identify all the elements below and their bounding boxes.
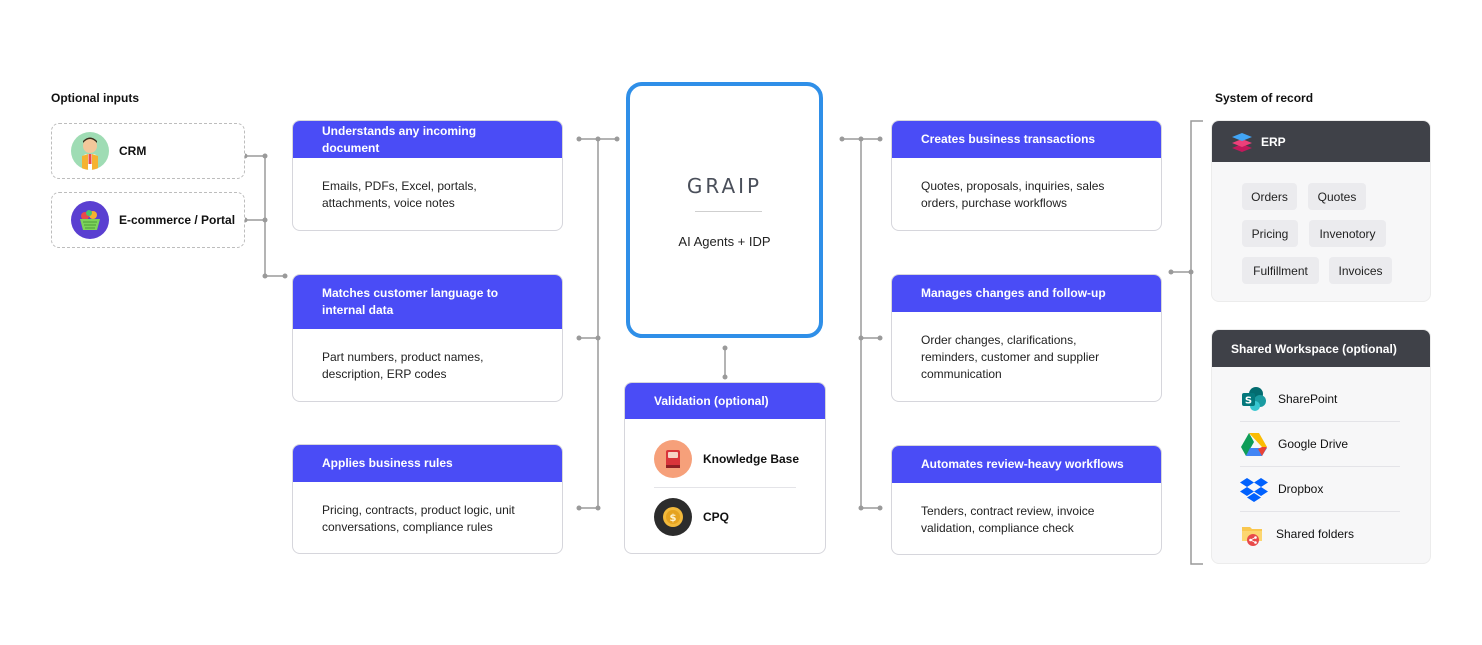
capability-card-review: Automates review-heavy workflows Tenders… — [891, 445, 1162, 555]
input-card-crm[interactable]: CRM — [51, 123, 245, 179]
erp-chip: Quotes — [1308, 183, 1366, 210]
erp-chip: Orders — [1242, 183, 1297, 210]
erp-header: ERP — [1212, 121, 1430, 162]
workspace-item-dropbox[interactable]: Dropbox — [1240, 467, 1400, 511]
erp-panel: ERP Orders Quotes Pricing Invenotory Ful… — [1211, 120, 1431, 302]
system-of-record-title: System of record — [1215, 91, 1314, 105]
shopping-basket-icon — [71, 201, 109, 239]
erp-chip: Pricing — [1242, 220, 1298, 247]
erp-title: ERP — [1261, 134, 1286, 149]
divider — [654, 487, 796, 488]
validation-title: Validation (optional) — [625, 383, 825, 419]
capability-title: Creates business transactions — [892, 121, 1161, 158]
capability-card-understands: Understands any incoming document Emails… — [292, 120, 563, 231]
capability-body: Tenders, contract review, invoice valida… — [921, 503, 1095, 535]
person-icon — [71, 132, 109, 170]
capability-body: Order changes, clarifications, reminders… — [921, 333, 1100, 381]
erp-chip: Invoices — [1329, 257, 1392, 284]
validation-card: Validation (optional) Knowledge Base $ C… — [624, 382, 826, 554]
workspace-label: SharePoint — [1278, 392, 1338, 406]
workspace-label: Dropbox — [1278, 482, 1324, 496]
capability-title: Applies business rules — [293, 445, 562, 482]
input-card-ecommerce[interactable]: E-commerce / Portal — [51, 192, 245, 248]
google-drive-icon — [1240, 431, 1268, 457]
brand-logo: GRAIP — [686, 174, 763, 198]
capability-body: Quotes, proposals, inquiries, sales orde… — [921, 179, 1105, 210]
svg-text:S: S — [1245, 396, 1252, 407]
coin-icon: $ — [654, 498, 692, 536]
workspace-item-shared-folders[interactable]: Shared folders — [1240, 512, 1400, 556]
shared-folder-icon — [1240, 521, 1266, 547]
capability-title: Automates review-heavy workflows — [892, 446, 1161, 483]
capability-body: Pricing, contracts, product logic, unit … — [322, 502, 515, 534]
workspace-item-google-drive[interactable]: Google Drive — [1240, 422, 1400, 466]
divider — [1240, 466, 1400, 467]
input-label-crm: CRM — [119, 144, 147, 158]
capability-card-transactions: Creates business transactions Quotes, pr… — [891, 120, 1162, 231]
divider — [695, 211, 762, 212]
layers-icon — [1231, 131, 1253, 153]
validation-label: Knowledge Base — [703, 452, 800, 466]
workspace-title: Shared Workspace (optional) — [1212, 330, 1430, 367]
capability-body: Part numbers, product names, description… — [322, 350, 484, 381]
capability-card-changes: Manages changes and follow-up Order chan… — [891, 274, 1162, 402]
workspace-item-sharepoint[interactable]: S SharePoint — [1240, 377, 1400, 421]
divider — [1240, 511, 1400, 512]
input-label-ecommerce: E-commerce / Portal — [119, 213, 236, 227]
capability-card-matches: Matches customer language to internal da… — [292, 274, 563, 402]
divider — [1240, 421, 1400, 422]
capability-title: Matches customer language to internal da… — [293, 275, 562, 329]
capability-card-rules: Applies business rules Pricing, contract… — [292, 444, 563, 554]
capability-title: Manages changes and follow-up — [892, 275, 1161, 312]
validation-label: CPQ — [703, 510, 730, 524]
workspace-label: Shared folders — [1276, 527, 1355, 541]
shared-workspace-panel: Shared Workspace (optional) S SharePoint… — [1211, 329, 1431, 564]
capability-body: Emails, PDFs, Excel, portals, attachment… — [322, 179, 477, 210]
svg-text:$: $ — [670, 513, 677, 524]
sharepoint-icon: S — [1240, 385, 1268, 413]
inputs-title: Optional inputs — [51, 91, 139, 105]
dropbox-icon — [1240, 476, 1268, 502]
validation-item-cpq[interactable]: $ CPQ — [654, 498, 729, 536]
center-engine-box: GRAIP AI Agents + IDP — [626, 82, 823, 338]
workspace-label: Google Drive — [1278, 437, 1349, 451]
validation-item-knowledge-base[interactable]: Knowledge Base — [654, 440, 799, 478]
erp-chip: Fulfillment — [1242, 257, 1319, 284]
erp-chip: Invenotory — [1309, 220, 1386, 247]
center-subtitle: AI Agents + IDP — [678, 234, 771, 249]
capability-title: Understands any incoming document — [293, 121, 562, 158]
book-icon — [654, 440, 692, 478]
